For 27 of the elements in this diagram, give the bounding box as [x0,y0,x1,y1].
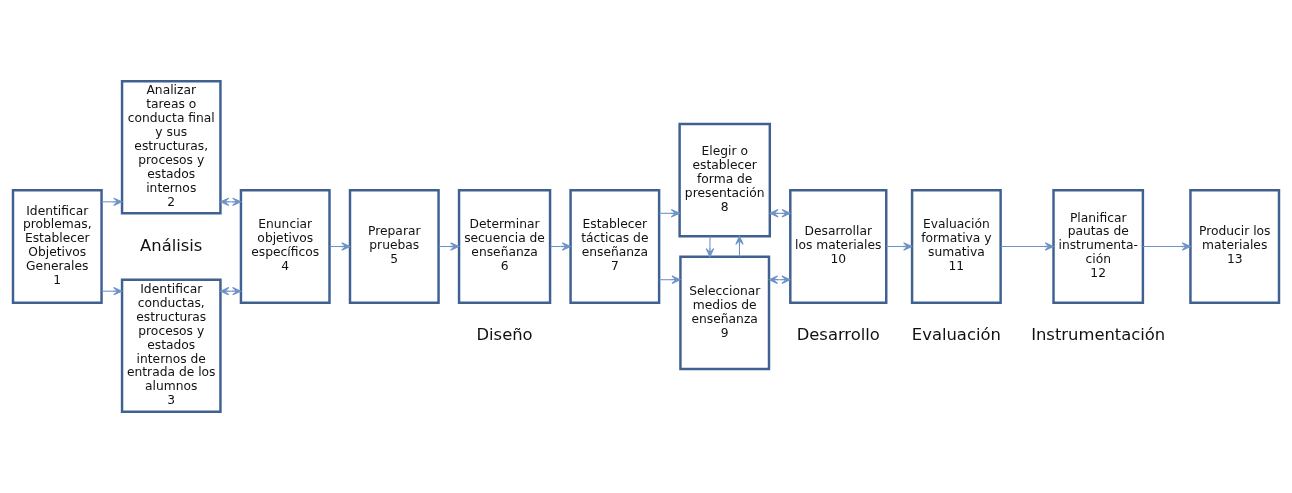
arrow [735,235,744,258]
node-box: Seleccionar medios de enseñanza 9 [679,255,771,371]
label: Instrumentación [1031,324,1166,344]
node-box: Enunciar objetivos específicos 4 [239,189,331,304]
arrow [1142,242,1191,251]
node-box: Determinar secuencia de enseñanza 6 [457,189,552,304]
arrow [1000,242,1054,251]
node-box: Evaluación formativa y sumativa 11 [910,189,1002,304]
label: Diseño [476,324,533,344]
label: Desarrollo [796,324,880,344]
node-box: Preparar pruebas 5 [348,189,440,304]
node-box: Producir los materiales 13 [1189,189,1281,304]
node-box: Identificar conductas, estructuras procesos y estados internos de entrada de los alumnos 3 [120,278,222,413]
arrow [220,197,242,207]
label: Evaluación [911,324,1001,344]
node-box: Elegir o establecer forma de presentación 8 [678,122,772,238]
arrow [658,209,680,218]
node-box: Desarrollar los materiales 10 [789,189,888,304]
node-box: Planificar pautas de instrumenta- ción 12 [1052,189,1145,304]
arrow [220,286,242,296]
node-box: Establecer tácticas de enseñanza 7 [569,189,661,304]
arrow [705,235,715,258]
arrow [549,242,571,251]
node-box: Analizar tareas o conducta final y sus estructuras, procesos y estados internos 2 [120,80,222,215]
arrow [885,242,913,251]
node-box: Identificar problemas, Establecer Objetivos Generales 1 [11,189,103,304]
label: Análisis [140,235,203,255]
